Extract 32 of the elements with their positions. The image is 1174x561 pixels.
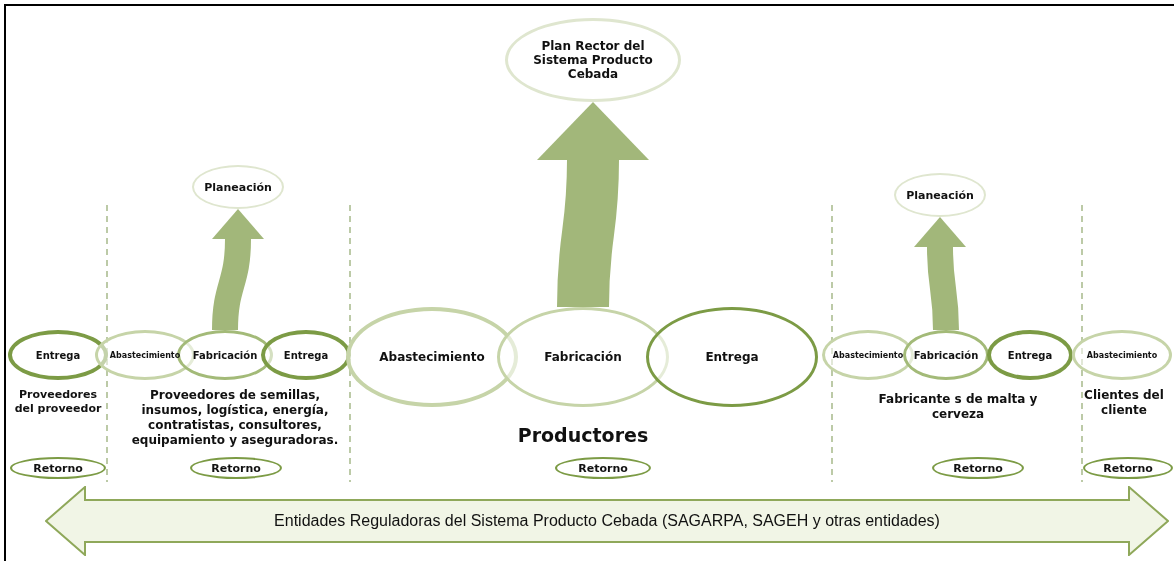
block-arrow — [914, 217, 966, 331]
process-ellipse — [903, 330, 989, 380]
node-label: Plan Rector del Sistema Producto Cebada — [532, 39, 654, 81]
tier-label: Productores — [516, 424, 650, 448]
double-arrow-band — [45, 486, 1169, 556]
node-label: Entrega — [1006, 349, 1054, 361]
node-label: Retorno — [1102, 461, 1154, 475]
process-ellipse — [987, 330, 1073, 380]
node-label: Retorno — [210, 461, 262, 475]
block-arrow — [537, 102, 649, 308]
block-arrow — [212, 209, 264, 331]
node-label: Entrega — [282, 349, 330, 361]
node-label: Planeación — [203, 180, 273, 194]
node-label: Retorno — [577, 461, 629, 475]
node-label: Entidades Reguladoras del Sistema Producto Cebada (SAGARPA, SAGEH y otras entidades) — [273, 512, 941, 530]
process-ellipse — [10, 457, 106, 479]
node-label: Entrega — [34, 349, 82, 361]
node-label: Abastecimiento — [831, 350, 905, 360]
tier-label: Proveedores de semillas, insumos, logística, energía, contratistas, consultores, equipamiento y aseguradoras. — [130, 388, 340, 448]
tier-label: Proveedores del proveedor — [13, 388, 103, 416]
tier-label: Fabricante s de malta y cerveza — [877, 392, 1039, 422]
node-label: Fabricación — [543, 350, 623, 364]
node-label: Fabricación — [912, 349, 980, 361]
node-label: Fabricación — [191, 349, 259, 361]
process-ellipse — [1083, 457, 1173, 479]
node-label: Retorno — [32, 461, 84, 475]
node-label: Retorno — [952, 461, 1004, 475]
node-label: Planeación — [905, 188, 975, 202]
node-label: Abastecimiento — [1085, 350, 1159, 360]
node-label: Entrega — [704, 350, 760, 364]
node-label: Abastecimiento — [378, 350, 486, 364]
tier-label: Clientes del cliente — [1083, 388, 1165, 418]
